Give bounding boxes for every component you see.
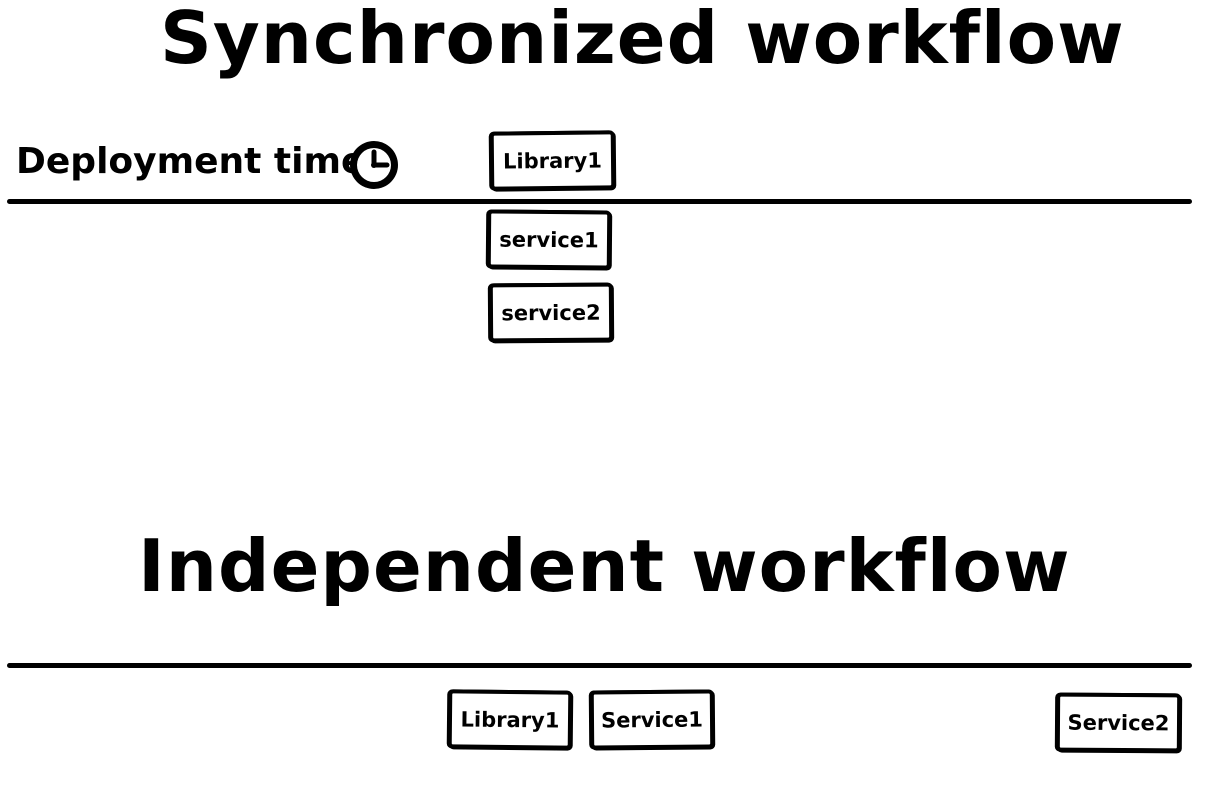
box-label: service1 <box>499 227 599 252</box>
box-label: Library1 <box>460 706 560 733</box>
synchronized-workflow-title: Synchronized workflow <box>160 0 1125 80</box>
library1-box-synchronized: Library1 <box>489 130 616 191</box>
service1-box-synchronized: service1 <box>486 209 612 270</box>
clock-icon <box>350 141 398 189</box>
independent-timeline <box>7 663 1192 668</box>
library1-box-independent: Library1 <box>447 689 573 750</box>
service2-box-independent: Service2 <box>1055 692 1182 753</box>
deployment-time-label: Deployment time <box>16 141 366 182</box>
box-label: service2 <box>501 300 601 325</box>
synchronized-timeline <box>7 199 1192 204</box>
box-label: Service2 <box>1067 710 1170 735</box>
service2-box-synchronized: service2 <box>488 282 614 343</box>
box-label: Library1 <box>502 147 603 174</box>
box-label: Service1 <box>600 707 704 732</box>
independent-workflow-title: Independent workflow <box>138 524 1071 608</box>
service1-box-independent: Service1 <box>589 689 715 750</box>
